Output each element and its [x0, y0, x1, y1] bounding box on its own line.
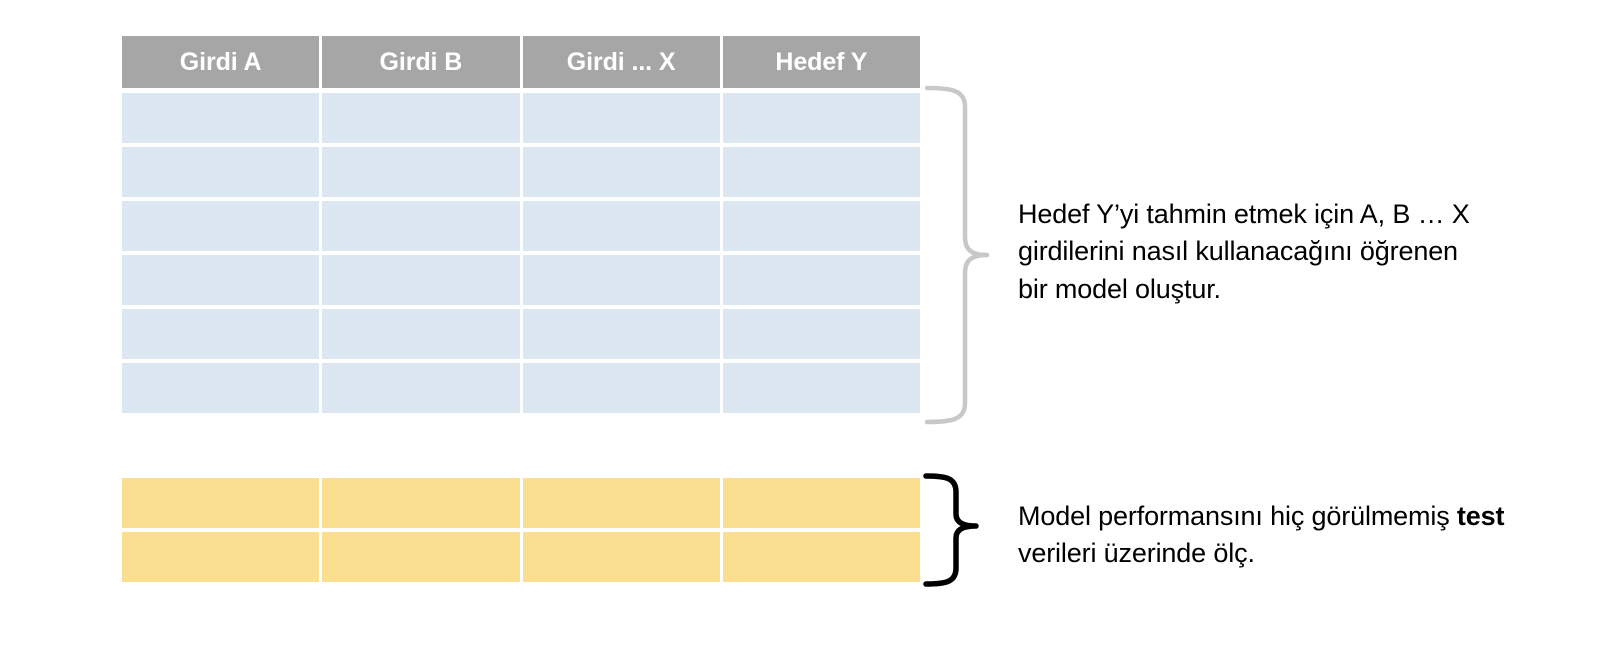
test-annotation-emphasis: test [1456, 501, 1505, 531]
test-table-cell [722, 478, 920, 528]
column-header-girdi-b: Girdi B [322, 36, 520, 88]
table-row [122, 147, 920, 197]
table-cell [322, 93, 520, 143]
test-annotation-prefix: Model performansını hiç görülmemiş [1018, 501, 1457, 531]
table-cell [122, 93, 320, 143]
table-header-row: Girdi A Girdi B Girdi ... X Hedef Y [122, 36, 920, 88]
table-cell [722, 201, 920, 251]
table-cell [322, 201, 520, 251]
test-table-cell [522, 478, 720, 528]
test-table-cell [722, 532, 920, 582]
table-cell [122, 201, 320, 251]
column-header-girdi-a: Girdi A [122, 36, 320, 88]
table-cell [722, 309, 920, 359]
table-row [122, 363, 920, 413]
table-cell [522, 147, 720, 197]
table-cell [522, 93, 720, 143]
test-table-row [122, 532, 920, 582]
table-cell [522, 309, 720, 359]
table-cell [122, 363, 320, 413]
table-cell [522, 255, 720, 305]
table-row [122, 255, 920, 305]
training-rows-container [122, 93, 920, 413]
table-cell [522, 201, 720, 251]
table-cell [322, 363, 520, 413]
table-cell [122, 255, 320, 305]
test-annotation-suffix: verileri üzerinde ölç. [1018, 538, 1255, 569]
table-cell [322, 255, 520, 305]
test-table-cell [322, 478, 520, 528]
test-table-cell [322, 532, 520, 582]
table-row [122, 201, 920, 251]
table-cell [122, 147, 320, 197]
column-header-girdi-x: Girdi ... X [522, 36, 720, 88]
test-annotation-text: Model performansını hiç görülmemiş test … [1018, 498, 1563, 573]
training-annotation-line-1: Hedef Y’yi tahmin etmek için A, B … X [1018, 199, 1470, 229]
table-cell [722, 93, 920, 143]
training-data-table: Girdi A Girdi B Girdi ... X Hedef Y [122, 36, 920, 413]
table-row [122, 93, 920, 143]
training-brace [924, 85, 1015, 430]
table-cell [722, 363, 920, 413]
column-header-hedef-y: Hedef Y [722, 36, 920, 88]
test-data-table [122, 478, 920, 582]
training-annotation-text: Hedef Y’yi tahmin etmek için A, B … X gi… [1018, 196, 1558, 308]
table-cell [722, 147, 920, 197]
test-table-cell [122, 478, 320, 528]
table-cell [122, 309, 320, 359]
training-annotation-line-3: bir model oluştur. [1018, 273, 1221, 304]
test-brace [918, 470, 1018, 595]
test-table-row [122, 478, 920, 528]
table-cell [322, 309, 520, 359]
table-cell [722, 255, 920, 305]
table-row [122, 309, 920, 359]
test-table-cell [122, 532, 320, 582]
test-table-cell [522, 532, 720, 582]
table-cell [522, 363, 720, 413]
table-cell [322, 147, 520, 197]
training-annotation-line-2: girdilerini nasıl kullanacağını öğrenen [1018, 236, 1458, 267]
